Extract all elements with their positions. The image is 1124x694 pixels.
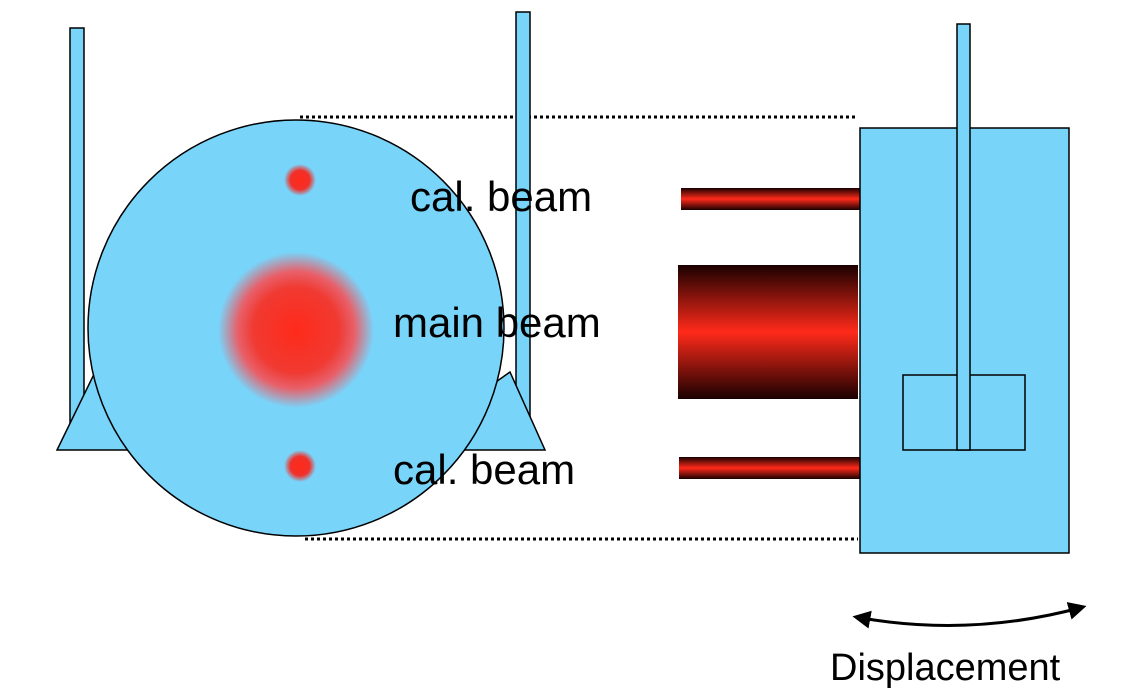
right-post: [515, 11, 531, 449]
cal-beam-bottom-label: cal. beam: [393, 446, 575, 493]
cal-beam-top-label: cal. beam: [410, 173, 592, 220]
cal-beam-bottom-bar: [679, 457, 861, 479]
cal-beam-spot-top: [284, 164, 316, 196]
left-post: [69, 27, 85, 449]
main-beam-bar: [678, 265, 858, 399]
cal-beam-spot-bottom: [284, 450, 316, 482]
main-beam-label: main beam: [393, 299, 601, 346]
cal-beam-top-bar: [681, 188, 861, 210]
displacement-arrow-icon: [852, 602, 1087, 629]
displacement-label: Displacement: [830, 647, 1061, 689]
side-post: [956, 23, 971, 451]
mirror-side-view: [859, 23, 1070, 554]
main-beam-spot: [218, 252, 374, 408]
